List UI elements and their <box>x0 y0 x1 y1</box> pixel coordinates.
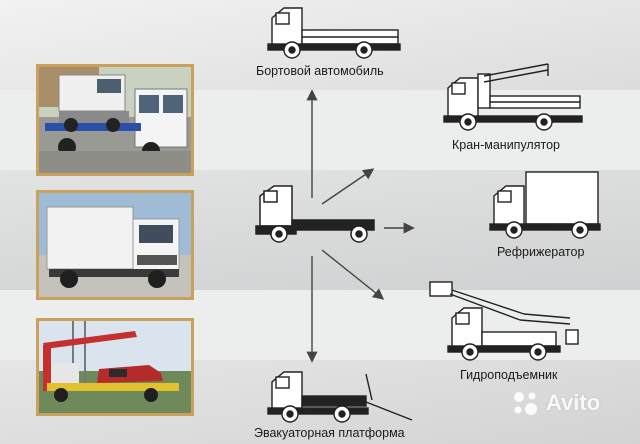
aerial-lift-truck-drawing <box>430 282 578 360</box>
label-refrigerator: Рефрижератор <box>497 245 584 259</box>
avito-watermark-text: Avito <box>546 390 600 416</box>
avito-watermark: Avito <box>510 388 600 418</box>
flatbed-truck-drawing <box>268 8 400 58</box>
label-flatbed: Бортовой автомобиль <box>256 64 384 78</box>
label-crane: Кран-манипулятор <box>452 138 560 152</box>
tow-platform-truck-drawing <box>268 372 412 422</box>
avito-logo-icon <box>510 388 540 418</box>
crane-truck-drawing <box>444 64 582 130</box>
base-chassis-drawing <box>256 186 374 242</box>
arrow-to-crane <box>322 170 372 204</box>
label-tow-platform: Эвакуаторная платформа <box>254 426 405 440</box>
arrow-to-aerial-lift <box>322 250 382 298</box>
refrigerator-truck-drawing <box>490 172 600 238</box>
label-aerial-lift: Гидроподъемник <box>460 368 557 382</box>
